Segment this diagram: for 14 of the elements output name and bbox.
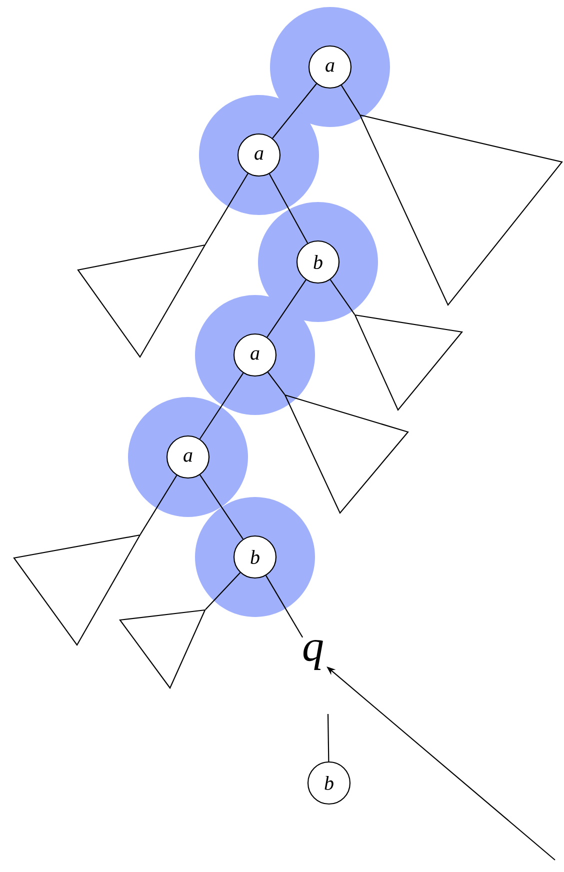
tree-edge: [266, 280, 306, 338]
tree-edge: [267, 372, 286, 395]
stem-line: [327, 714, 330, 762]
tree-edge: [272, 83, 317, 139]
tree-edge: [330, 279, 356, 315]
tree-edge: [204, 173, 248, 245]
tree-edge: [268, 174, 308, 244]
tree-edge: [266, 575, 304, 638]
variable-label: q: [303, 640, 323, 670]
tree-edge: [205, 572, 241, 610]
tree-edge: [340, 84, 360, 115]
tree-edge: [199, 372, 244, 440]
tree-edge: [140, 475, 178, 535]
tree-edge: [200, 474, 244, 540]
